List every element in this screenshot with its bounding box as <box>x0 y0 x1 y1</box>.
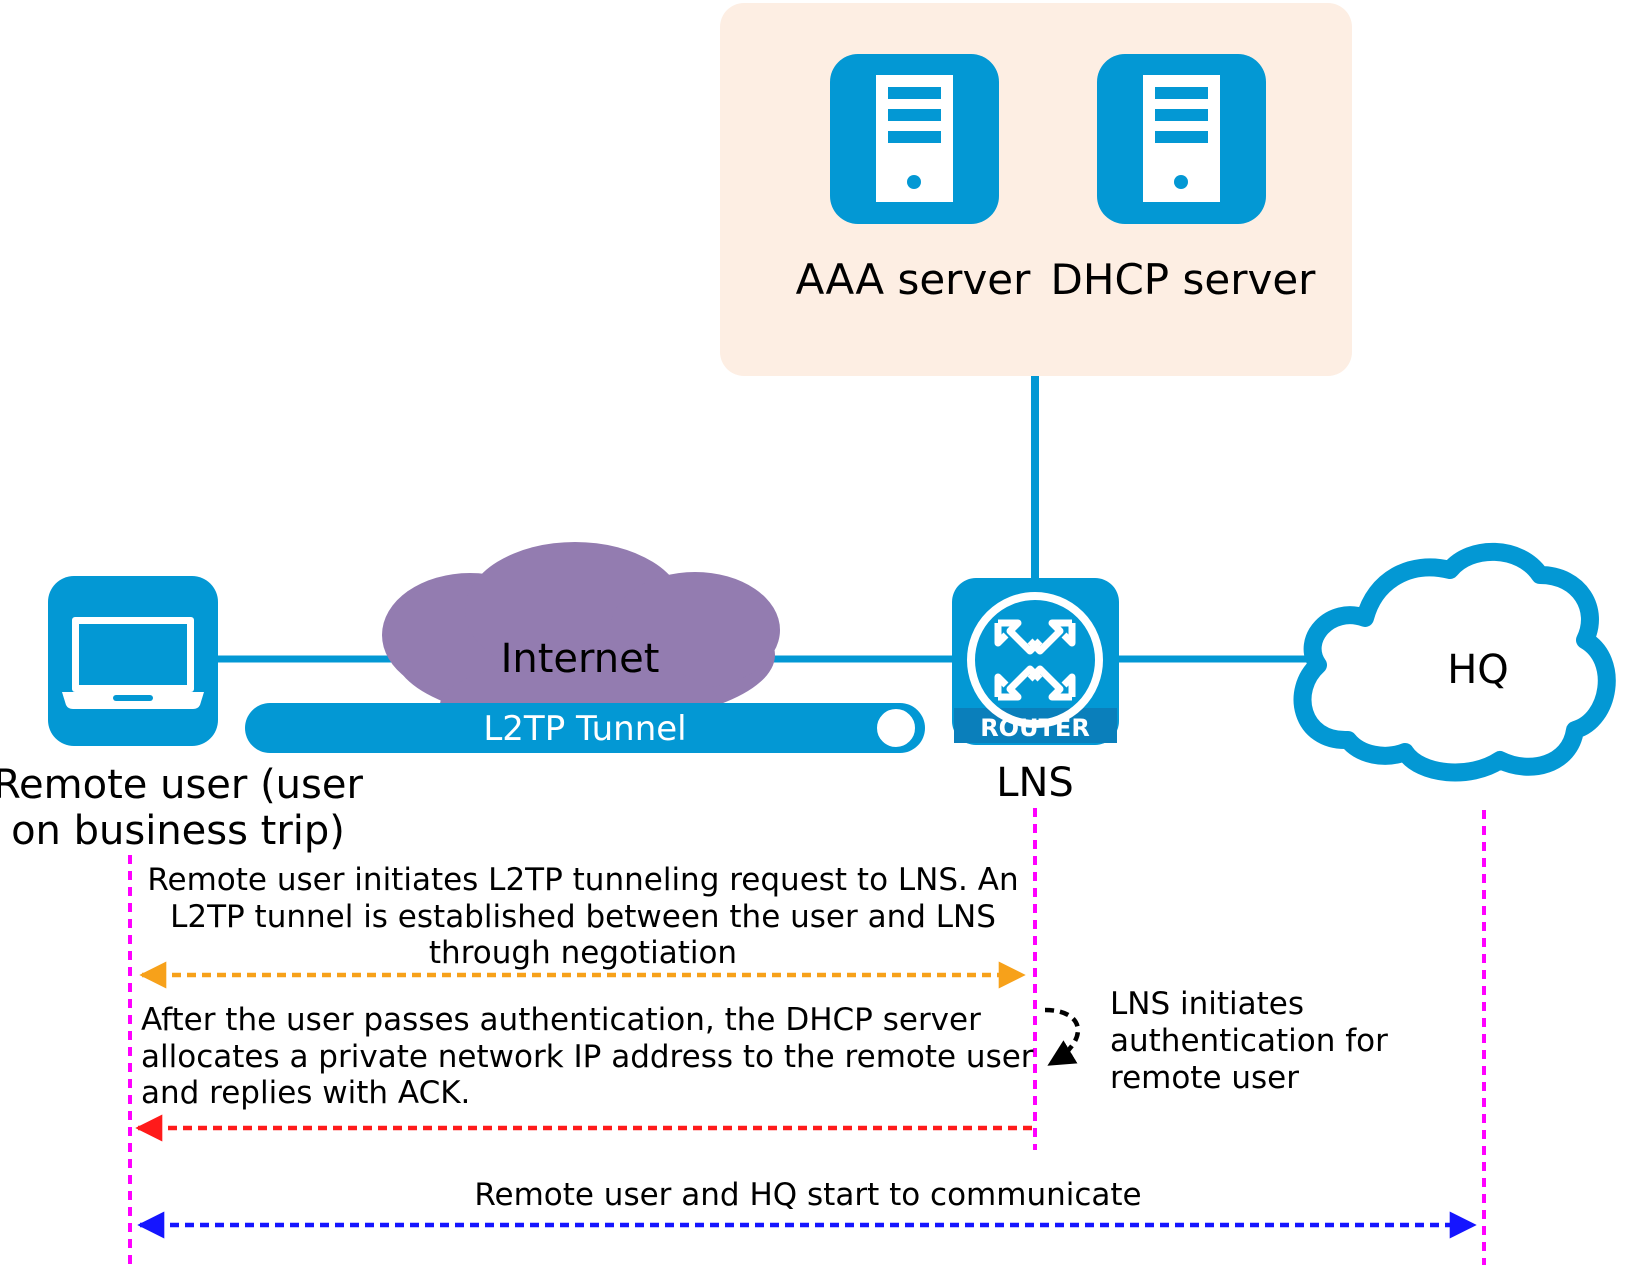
lns-label: LNS <box>996 760 1074 806</box>
lns-note-line1: LNS initiates <box>1110 986 1304 1022</box>
step1-text-line1: Remote user initiates L2TP tunneling req… <box>147 862 1018 898</box>
step1-text-line3: through negotiation <box>429 935 737 971</box>
auth-self-arrow <box>1044 1007 1081 1066</box>
hq-label: HQ <box>1447 647 1509 693</box>
server-icon <box>830 54 999 224</box>
step1-text-line2: L2TP tunnel is established between the u… <box>170 899 996 935</box>
internet-label: Internet <box>501 636 660 682</box>
remote-user-label-line1: Remote user (user <box>0 762 363 808</box>
aaa-server-label: AAA server <box>796 255 1032 304</box>
step2-text-line2: allocates a private network IP address t… <box>141 1039 1034 1075</box>
tunnel-bar <box>245 703 925 753</box>
dhcp-server-label: DHCP server <box>1051 255 1317 304</box>
laptop-icon <box>48 576 218 746</box>
server-icon <box>1097 54 1266 224</box>
step2-text-line3: and replies with ACK. <box>141 1075 470 1111</box>
remote-user-label-line2: on business trip) <box>11 808 345 854</box>
tunnel-label: L2TP Tunnel <box>483 709 686 749</box>
lns-note-line2: authentication for <box>1110 1023 1388 1059</box>
lns-note-line3: remote user <box>1110 1060 1299 1096</box>
router-badge: ROUTER <box>980 714 1090 742</box>
step2-text-line1: After the user passes authentication, th… <box>141 1002 981 1038</box>
router-icon <box>952 578 1119 745</box>
step3-text: Remote user and HQ start to communicate <box>474 1177 1141 1213</box>
cloud-icon <box>1293 542 1616 782</box>
